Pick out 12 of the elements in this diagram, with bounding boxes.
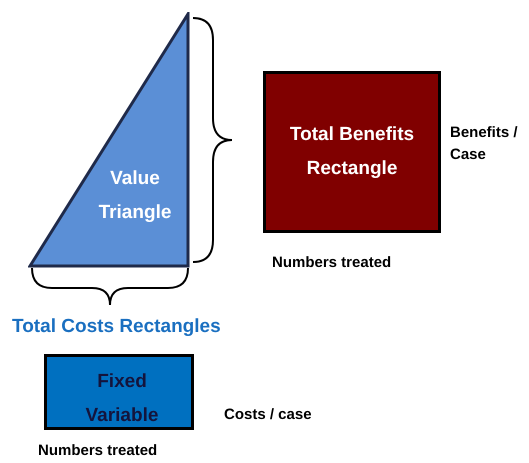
node-label: Value Triangle <box>98 167 172 225</box>
axis-label: Benefits / Case <box>450 123 519 165</box>
rectangle-box <box>44 354 194 430</box>
axis-label: Numbers treated <box>272 253 392 273</box>
axis-label: Costs / case <box>224 405 313 425</box>
group-heading: Total Costs Rectangles <box>12 316 221 338</box>
rectangle-box <box>263 71 441 233</box>
node-label: Variable <box>84 404 160 428</box>
triangle-shape <box>28 12 190 268</box>
node-label: Fixed <box>96 370 148 394</box>
node-label: Total Benefits Rectangle <box>288 123 416 181</box>
axis-label: Numbers treated <box>38 441 158 461</box>
